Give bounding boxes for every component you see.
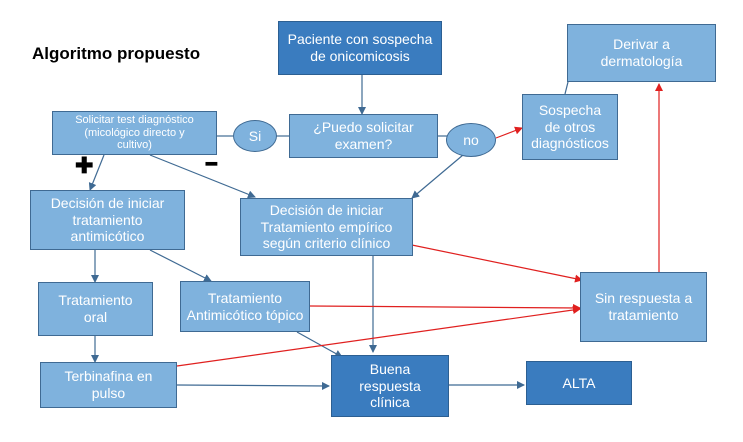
- node-sin-respuesta: Sin respuesta a tratamiento: [580, 272, 707, 342]
- node-decision-empirico: Decisión de iniciar Tratamiento empírico…: [240, 198, 413, 256]
- label-si: Si: [233, 120, 277, 152]
- node-buena-respuesta: Buena respuesta clínica: [331, 355, 449, 417]
- edge-terbinafina-sinrespuesta: [176, 306, 581, 367]
- edge-derivar-sospecha: [564, 81, 569, 95]
- node-alta: ALTA: [526, 361, 632, 405]
- edge-no-empirico: [411, 154, 464, 199]
- node-decision-iniciar: Decisión de iniciar tratamiento antimicó…: [30, 190, 185, 250]
- node-sospecha-otros: Sospecha de otros diagnósticos: [522, 94, 618, 160]
- minus-sign: ━: [206, 154, 217, 174]
- node-puedo-solicitar: ¿Puedo solicitar examen?: [289, 114, 438, 158]
- edge-empirico-sinrespuesta: [406, 243, 583, 283]
- node-terbinafina: Terbinafina en pulso: [40, 362, 177, 408]
- plus-sign: ✚: [75, 153, 94, 178]
- edge-decision-topico: [149, 249, 212, 282]
- edge-topico-buena: [296, 331, 343, 358]
- node-solicitar-test: Solicitar test diagnóstico (micológico d…: [52, 111, 217, 155]
- edge-topico-sinrespuesta: [309, 303, 581, 312]
- edge-solicitar-empirico: [149, 154, 256, 199]
- label-no: no: [446, 123, 496, 157]
- node-tratamiento-oral: Tratamiento oral: [38, 282, 153, 336]
- edge-terbinafina-buena: [176, 381, 330, 390]
- diagram-title: Algoritmo propuesto: [32, 44, 201, 63]
- edge-no-sospecha: [495, 126, 523, 139]
- edge-solicitar-decision: [88, 154, 105, 191]
- node-derivar: Derivar a dermatología: [567, 24, 716, 82]
- node-tratamiento-topico: Tratamiento Antimicótico tópico: [180, 281, 310, 332]
- node-paciente: Paciente con sospecha de onicomicosis: [278, 21, 442, 75]
